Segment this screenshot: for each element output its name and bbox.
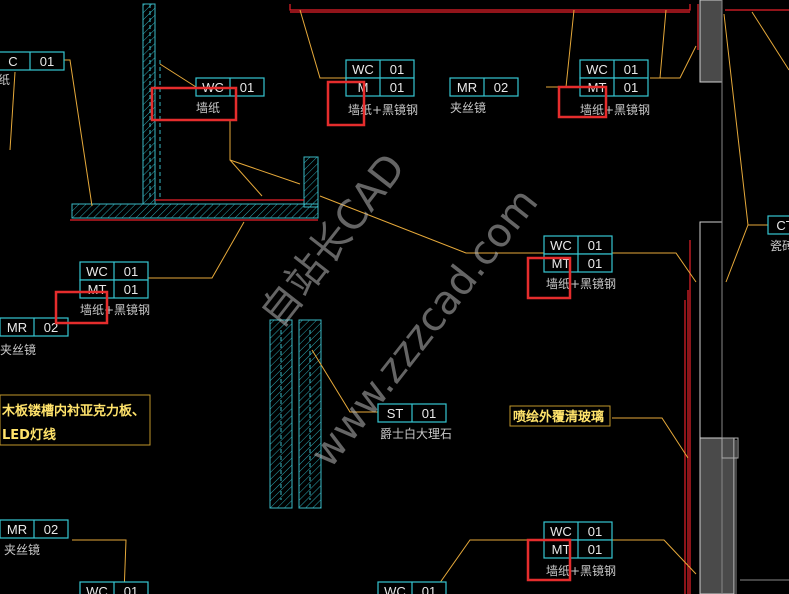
tag-code: CT	[776, 218, 789, 233]
tag-number: 01	[422, 584, 436, 594]
label-wallpaper-mirror-1: 墙纸+黑镜钢	[348, 102, 418, 117]
label-top-left-partial: 纸	[0, 73, 10, 87]
tag-number: 01	[588, 542, 602, 557]
tag-code: WC	[384, 584, 406, 594]
label-clamp-glass-1: 夹丝镜	[450, 100, 486, 115]
label-clamp-glass-2: 夹丝镜	[0, 342, 36, 357]
note-wood-board-line2: LED灯线	[2, 427, 56, 443]
tag-code: WC	[586, 62, 608, 77]
label-wallpaper-mirror-2: 墙纸+黑镜钢	[580, 102, 650, 117]
tag-number: 01	[390, 62, 404, 77]
tag-wc-17: WC 01	[377, 581, 447, 594]
tag-box	[767, 215, 789, 235]
tag-number: 01	[40, 54, 54, 69]
label-marble: 爵士白大理石	[380, 426, 452, 441]
highlight-box-6	[526, 538, 572, 582]
boundary-lines	[70, 4, 789, 594]
tag-code: MR	[7, 320, 27, 335]
highlight-box-3	[557, 85, 608, 119]
tag-code: WC	[86, 264, 108, 279]
highlight-box-5	[54, 290, 109, 325]
tag-number: 01	[588, 238, 602, 253]
tag-wc-2: WC 01	[345, 59, 415, 79]
tag-mr-15: MR 02	[0, 519, 69, 539]
tag-wc-16: WC 01	[79, 581, 149, 594]
tag-number: 02	[494, 80, 508, 95]
tag-number: 02	[44, 320, 58, 335]
watermark-line1: 自站长CAD	[252, 145, 415, 336]
tag-code: MT	[552, 542, 571, 557]
leader-lines	[9, 9, 789, 594]
tag-mt-14: MT 01	[543, 539, 613, 559]
tag-mt-10: MT 01	[79, 279, 149, 299]
note-spray-glass: 喷绘外覆清玻璃	[513, 409, 604, 425]
tag-code: WC	[86, 584, 108, 594]
tag-mr-4: MR 02	[449, 77, 519, 97]
grey-walls	[699, 0, 789, 594]
tag-wc-7: WC 01	[543, 235, 613, 255]
label-wallpaper-mirror-4: 墙纸+黑镜钢	[80, 302, 150, 317]
label-wallpaper-mirror-5: 墙纸+黑镜钢	[546, 563, 616, 578]
tag-number: 02	[44, 522, 58, 537]
notes: 木板镂槽内衬亚克力板、 LED灯线 喷绘外覆清玻璃	[0, 394, 611, 446]
label-wallpaper-mirror-3: 墙纸+黑镜钢	[546, 276, 616, 291]
tag-mr-11: MR 02	[0, 317, 69, 337]
tag-mt-8: MT 01	[543, 253, 613, 273]
wall-horizontal	[71, 203, 319, 219]
tag-number: 01	[624, 80, 638, 95]
tag-code: MT	[552, 256, 571, 271]
tag-code: WC	[352, 62, 374, 77]
highlight-box-2	[326, 80, 366, 127]
tag-number: 01	[390, 80, 404, 95]
tag-number: 01	[624, 62, 638, 77]
highlight-box-1	[150, 86, 238, 122]
tag-number: 01	[588, 256, 602, 271]
note-spray-glass-box	[509, 405, 611, 427]
tag-code: ST	[387, 406, 404, 421]
tag-number: 01	[124, 282, 138, 297]
tag-number: 01	[124, 264, 138, 279]
tag-ct-18: CT	[767, 215, 789, 235]
tag-code: WC	[550, 238, 572, 253]
walls	[71, 3, 322, 509]
tag-number: 01	[422, 406, 436, 421]
tag-code: MR	[457, 80, 477, 95]
highlight-box-4	[526, 256, 572, 300]
tag-number: 01	[124, 584, 138, 594]
tag-code: WC	[550, 524, 572, 539]
label-right-partial: 瓷砖	[770, 238, 789, 253]
tag-number: 01	[240, 80, 254, 95]
note-wood-board-box	[0, 394, 151, 446]
highlight-boxes	[54, 80, 608, 582]
tag-number: 01	[588, 524, 602, 539]
tag-code: C	[8, 54, 17, 69]
tag-wc-5: WC 01	[579, 59, 649, 79]
tag-code: MT	[88, 282, 107, 297]
note-wood-board-line1: 木板镂槽内衬亚克力板、	[1, 403, 145, 419]
label-wallpaper: 墙纸	[196, 101, 220, 115]
label-clamp-glass-3: 夹丝镜	[4, 542, 40, 557]
wall-vertical-short	[303, 156, 319, 208]
material-labels: 纸 墙纸 墙纸+黑镜钢 夹丝镜 墙纸+黑镜钢 墙纸+黑镜钢 墙纸+黑镜钢 夹丝镜…	[0, 73, 789, 578]
tag-st-12: ST 01	[377, 403, 447, 423]
tag-wc-9: WC 01	[79, 261, 149, 281]
tag-code: MR	[7, 522, 27, 537]
tag-c-0: C 01	[0, 51, 65, 71]
tag-wc-13: WC 01	[543, 521, 613, 541]
